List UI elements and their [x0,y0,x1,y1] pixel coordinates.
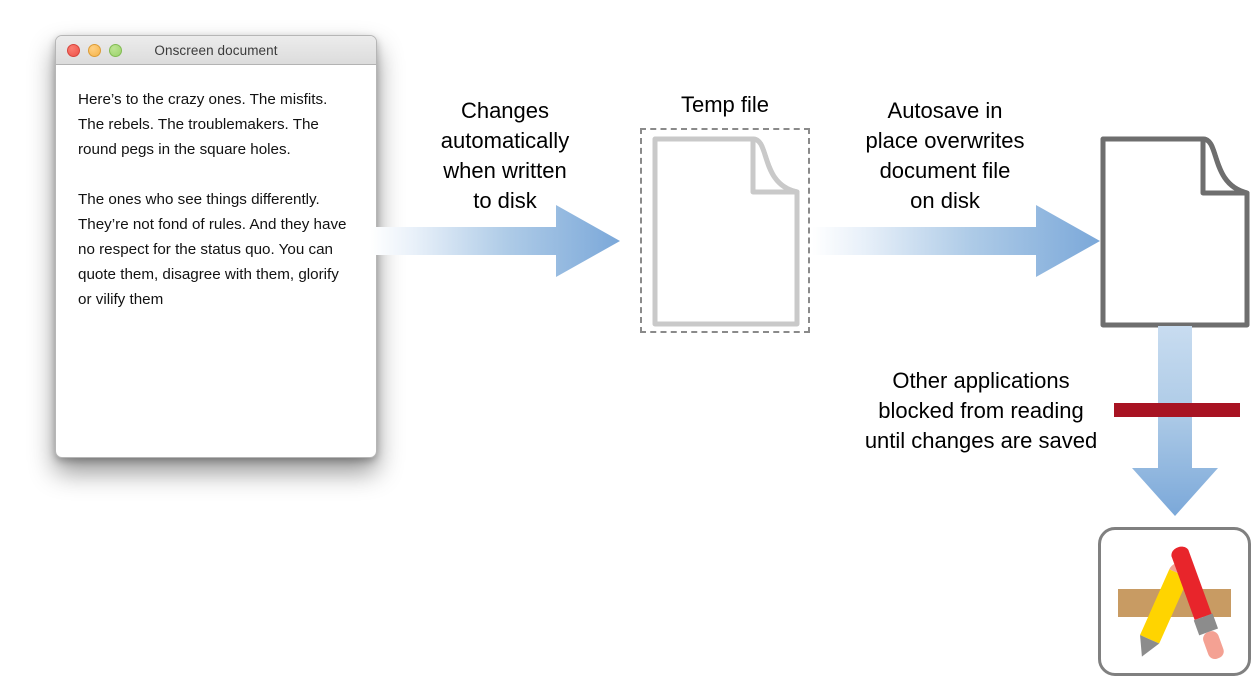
flow-arrow-to-application [1132,326,1218,516]
minimize-button[interactable] [88,43,101,57]
zoom-button[interactable] [109,43,122,57]
label-temp-file: Temp file [680,92,770,117]
document-paragraph: The ones who see things differently. The… [78,191,347,308]
onscreen-document-window[interactable]: Onscreen document Here’s to the crazy on… [55,35,377,458]
traffic-light-group [67,43,122,57]
label-other-applications-blocked: Other applications blocked from reading … [864,368,1098,453]
flow-arrow-to-disk-document [812,205,1100,277]
disk-document-icon [1100,136,1250,328]
pen-icon [1171,546,1224,660]
temp-file-document-icon [652,136,800,327]
document-text-area[interactable]: Here’s to the crazy ones. The misfits. T… [56,65,376,312]
flow-arrow-to-temp-file [370,205,620,277]
document-paragraph: Here’s to the crazy ones. The misfits. T… [78,91,328,158]
label-changes-automatically: Changes automatically when written to di… [440,98,570,213]
label-autosave-in-place: Autosave in place overwrites document fi… [865,98,1025,213]
blocking-bar [1114,403,1240,417]
temp-file-dashed-boundary [640,128,810,333]
window-titlebar[interactable]: Onscreen document [56,36,376,65]
textedit-app-icon-glyph [1118,546,1231,660]
close-button[interactable] [67,43,80,57]
application-icon[interactable] [1098,527,1251,676]
